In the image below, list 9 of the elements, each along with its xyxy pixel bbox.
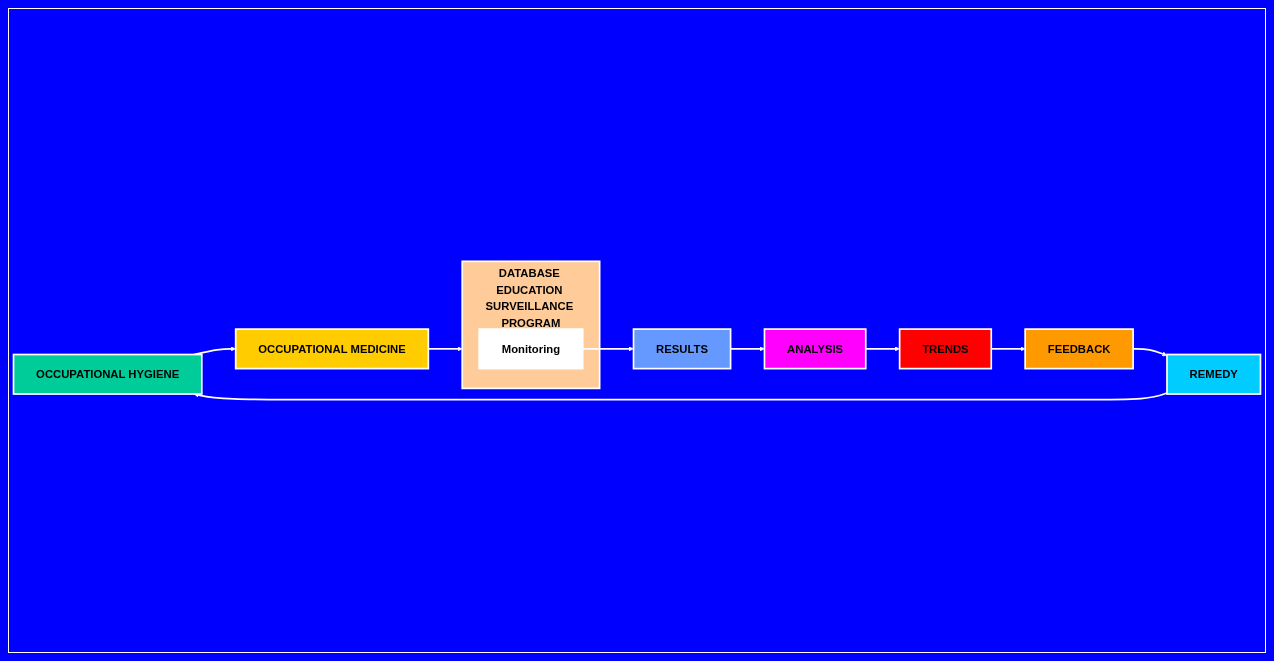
node-box: Monitoring — [478, 328, 584, 370]
node-box: RESULTS — [632, 328, 732, 370]
arrow — [193, 392, 1168, 401]
node-box: REMEDY — [1166, 353, 1262, 395]
node-box: TRENDS — [898, 328, 993, 370]
node-box: FEEDBACK — [1024, 328, 1134, 370]
node-box: OCCUPATIONAL MEDICINE — [234, 328, 430, 370]
node-box: OCCUPATIONAL HYGIENE — [12, 353, 203, 395]
node-box: ANALYSIS — [763, 328, 867, 370]
